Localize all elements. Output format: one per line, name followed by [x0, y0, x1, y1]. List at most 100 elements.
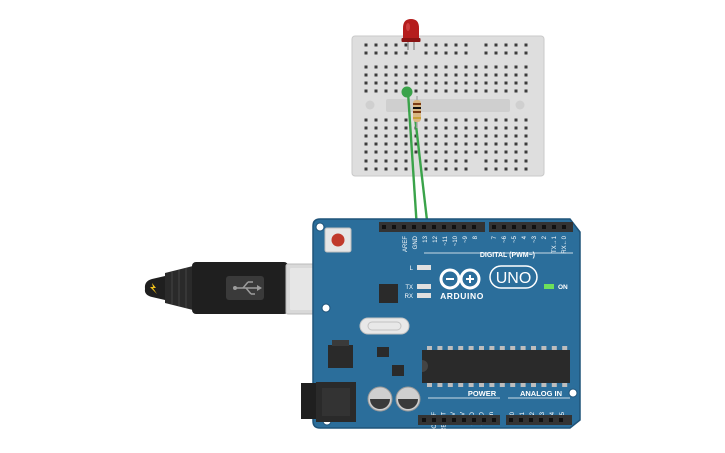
breadboard-hole[interactable]: [494, 167, 498, 171]
breadboard-hole[interactable]: [484, 142, 488, 146]
breadboard-hole[interactable]: [464, 134, 468, 138]
breadboard-hole[interactable]: [444, 65, 448, 69]
breadboard-hole[interactable]: [514, 150, 518, 154]
header-pin[interactable]: [529, 418, 533, 422]
breadboard-hole[interactable]: [404, 167, 408, 171]
breadboard-hole[interactable]: [384, 51, 388, 55]
header-pin[interactable]: [542, 225, 546, 229]
header-pin[interactable]: [509, 418, 513, 422]
header-pin[interactable]: [432, 225, 436, 229]
breadboard-hole[interactable]: [364, 142, 368, 146]
breadboard-hole[interactable]: [374, 81, 378, 85]
breadboard-hole[interactable]: [384, 118, 388, 122]
breadboard-hole[interactable]: [424, 43, 428, 47]
breadboard-hole[interactable]: [434, 118, 438, 122]
breadboard-hole[interactable]: [514, 65, 518, 69]
breadboard-hole[interactable]: [394, 118, 398, 122]
breadboard-hole[interactable]: [484, 118, 488, 122]
header-pin[interactable]: [562, 225, 566, 229]
breadboard-hole[interactable]: [374, 51, 378, 55]
breadboard-hole[interactable]: [464, 150, 468, 154]
breadboard-hole[interactable]: [414, 150, 418, 154]
breadboard-hole[interactable]: [394, 89, 398, 93]
breadboard-hole[interactable]: [524, 51, 528, 55]
reset-button-cap[interactable]: [331, 233, 345, 247]
breadboard-hole[interactable]: [414, 81, 418, 85]
breadboard-hole[interactable]: [444, 142, 448, 146]
breadboard-hole[interactable]: [504, 43, 508, 47]
breadboard-hole[interactable]: [414, 142, 418, 146]
breadboard-hole[interactable]: [364, 118, 368, 122]
header-pin[interactable]: [462, 418, 466, 422]
header-pin[interactable]: [452, 418, 456, 422]
breadboard-hole[interactable]: [434, 73, 438, 77]
header-pin[interactable]: [522, 225, 526, 229]
breadboard-hole[interactable]: [524, 159, 528, 163]
breadboard-hole[interactable]: [514, 167, 518, 171]
breadboard-hole[interactable]: [504, 134, 508, 138]
breadboard-hole[interactable]: [404, 73, 408, 77]
breadboard-hole[interactable]: [494, 81, 498, 85]
breadboard-hole[interactable]: [514, 142, 518, 146]
breadboard-hole[interactable]: [504, 159, 508, 163]
breadboard-hole[interactable]: [404, 134, 408, 138]
breadboard-hole[interactable]: [484, 126, 488, 130]
breadboard-hole[interactable]: [434, 142, 438, 146]
breadboard-hole[interactable]: [364, 81, 368, 85]
breadboard-hole[interactable]: [494, 150, 498, 154]
breadboard-hole[interactable]: [514, 51, 518, 55]
breadboard-hole[interactable]: [384, 159, 388, 163]
breadboard-hole[interactable]: [454, 73, 458, 77]
resistor[interactable]: [413, 96, 421, 128]
header-pin[interactable]: [482, 418, 486, 422]
header-pin[interactable]: [442, 418, 446, 422]
breadboard-hole[interactable]: [364, 43, 368, 47]
breadboard-hole[interactable]: [404, 159, 408, 163]
breadboard-hole[interactable]: [394, 43, 398, 47]
breadboard-hole[interactable]: [394, 65, 398, 69]
header-pin[interactable]: [559, 418, 563, 422]
breadboard-hole[interactable]: [464, 89, 468, 93]
breadboard-hole[interactable]: [484, 43, 488, 47]
header-pin[interactable]: [472, 418, 476, 422]
breadboard-hole[interactable]: [494, 51, 498, 55]
breadboard-hole[interactable]: [444, 167, 448, 171]
breadboard-hole[interactable]: [424, 89, 428, 93]
breadboard-hole[interactable]: [434, 159, 438, 163]
breadboard-hole[interactable]: [444, 51, 448, 55]
breadboard-hole[interactable]: [474, 150, 478, 154]
breadboard-hole[interactable]: [394, 159, 398, 163]
wire-endpoint[interactable]: [401, 86, 413, 98]
breadboard-hole[interactable]: [444, 126, 448, 130]
breadboard-hole[interactable]: [474, 73, 478, 77]
breadboard-hole[interactable]: [444, 134, 448, 138]
breadboard-hole[interactable]: [504, 81, 508, 85]
breadboard-hole[interactable]: [484, 73, 488, 77]
breadboard-hole[interactable]: [494, 118, 498, 122]
breadboard-hole[interactable]: [464, 43, 468, 47]
breadboard-hole[interactable]: [374, 65, 378, 69]
header-pin[interactable]: [472, 225, 476, 229]
breadboard-hole[interactable]: [484, 65, 488, 69]
breadboard-hole[interactable]: [514, 118, 518, 122]
breadboard-hole[interactable]: [404, 43, 408, 47]
breadboard-hole[interactable]: [474, 81, 478, 85]
breadboard-hole[interactable]: [374, 118, 378, 122]
breadboard-hole[interactable]: [504, 89, 508, 93]
header-pin[interactable]: [492, 418, 496, 422]
header-pin[interactable]: [412, 225, 416, 229]
breadboard-hole[interactable]: [374, 159, 378, 163]
breadboard-hole[interactable]: [404, 118, 408, 122]
breadboard-hole[interactable]: [424, 150, 428, 154]
breadboard-hole[interactable]: [424, 134, 428, 138]
breadboard-hole[interactable]: [484, 81, 488, 85]
header-pin[interactable]: [552, 225, 556, 229]
breadboard-hole[interactable]: [414, 65, 418, 69]
breadboard-hole[interactable]: [414, 89, 418, 93]
header-pin[interactable]: [442, 225, 446, 229]
header-pin[interactable]: [382, 225, 386, 229]
breadboard-hole[interactable]: [434, 126, 438, 130]
breadboard-hole[interactable]: [454, 134, 458, 138]
breadboard-hole[interactable]: [464, 51, 468, 55]
header-pin[interactable]: [402, 225, 406, 229]
